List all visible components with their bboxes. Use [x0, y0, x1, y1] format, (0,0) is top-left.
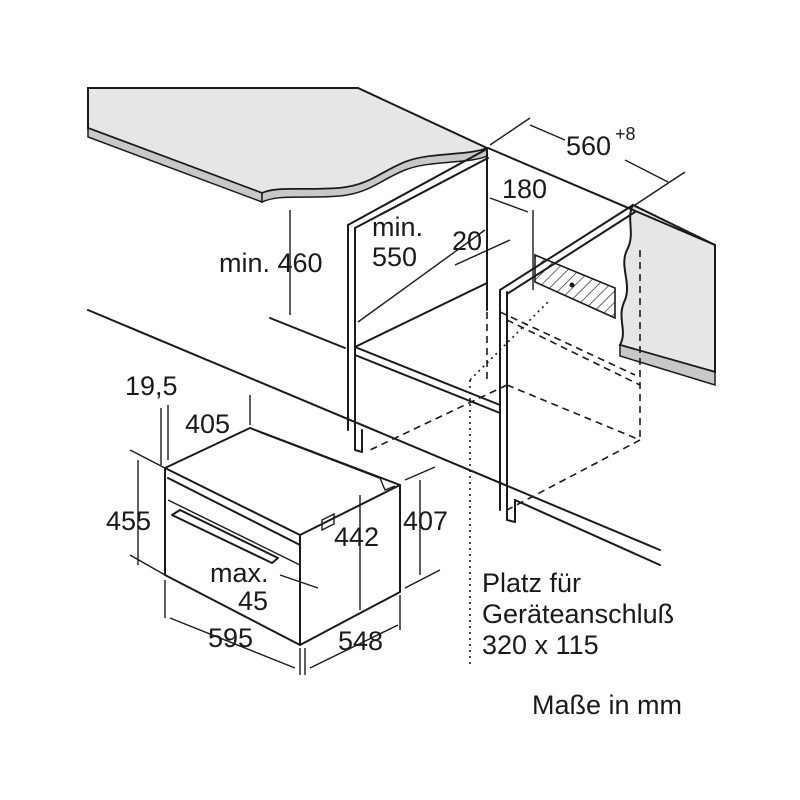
niche-outline: [369, 240, 641, 665]
dim-max-value: 45: [238, 586, 268, 616]
floor-lines: [87, 309, 661, 566]
dim-min-depth-value: 550: [372, 242, 417, 272]
dim-body-depth: 548: [338, 626, 383, 656]
dim-body-height-442: 442: [334, 522, 379, 552]
dim-max-label: max.: [210, 558, 269, 588]
dim-min-height: min. 460: [219, 248, 323, 278]
note-line-2: Geräteanschluß: [482, 599, 674, 629]
dim-niche-width: 560: [566, 131, 611, 161]
dim-gap: 20: [452, 226, 482, 256]
countertop-right: [487, 147, 716, 387]
note-line-1: Platz für: [482, 568, 581, 598]
dim-min-depth-label: min.: [372, 212, 423, 242]
countertop-left: [87, 87, 490, 204]
connection-area-hatch: [534, 253, 616, 320]
oven-door-handle: [171, 509, 279, 564]
units-label: Maße in mm: [532, 690, 682, 720]
note-line-3: 320 x 115: [482, 630, 599, 660]
dim-front-height: 455: [106, 506, 151, 536]
dim-depth-405: 405: [185, 409, 230, 439]
dimension-labels: 560 +8 180 min. 550 20 min. 460 19,5 405…: [106, 124, 682, 720]
left-cabinet: [347, 149, 501, 453]
dim-front-width: 595: [208, 623, 253, 653]
dim-body-height-407: 407: [403, 506, 448, 536]
dimension-lines: [129, 117, 686, 675]
dim-connection-offset: 180: [502, 174, 547, 204]
right-cabinet: [499, 204, 636, 523]
dim-front-offset: 19,5: [125, 371, 178, 401]
dim-niche-width-tolerance: +8: [615, 124, 636, 144]
